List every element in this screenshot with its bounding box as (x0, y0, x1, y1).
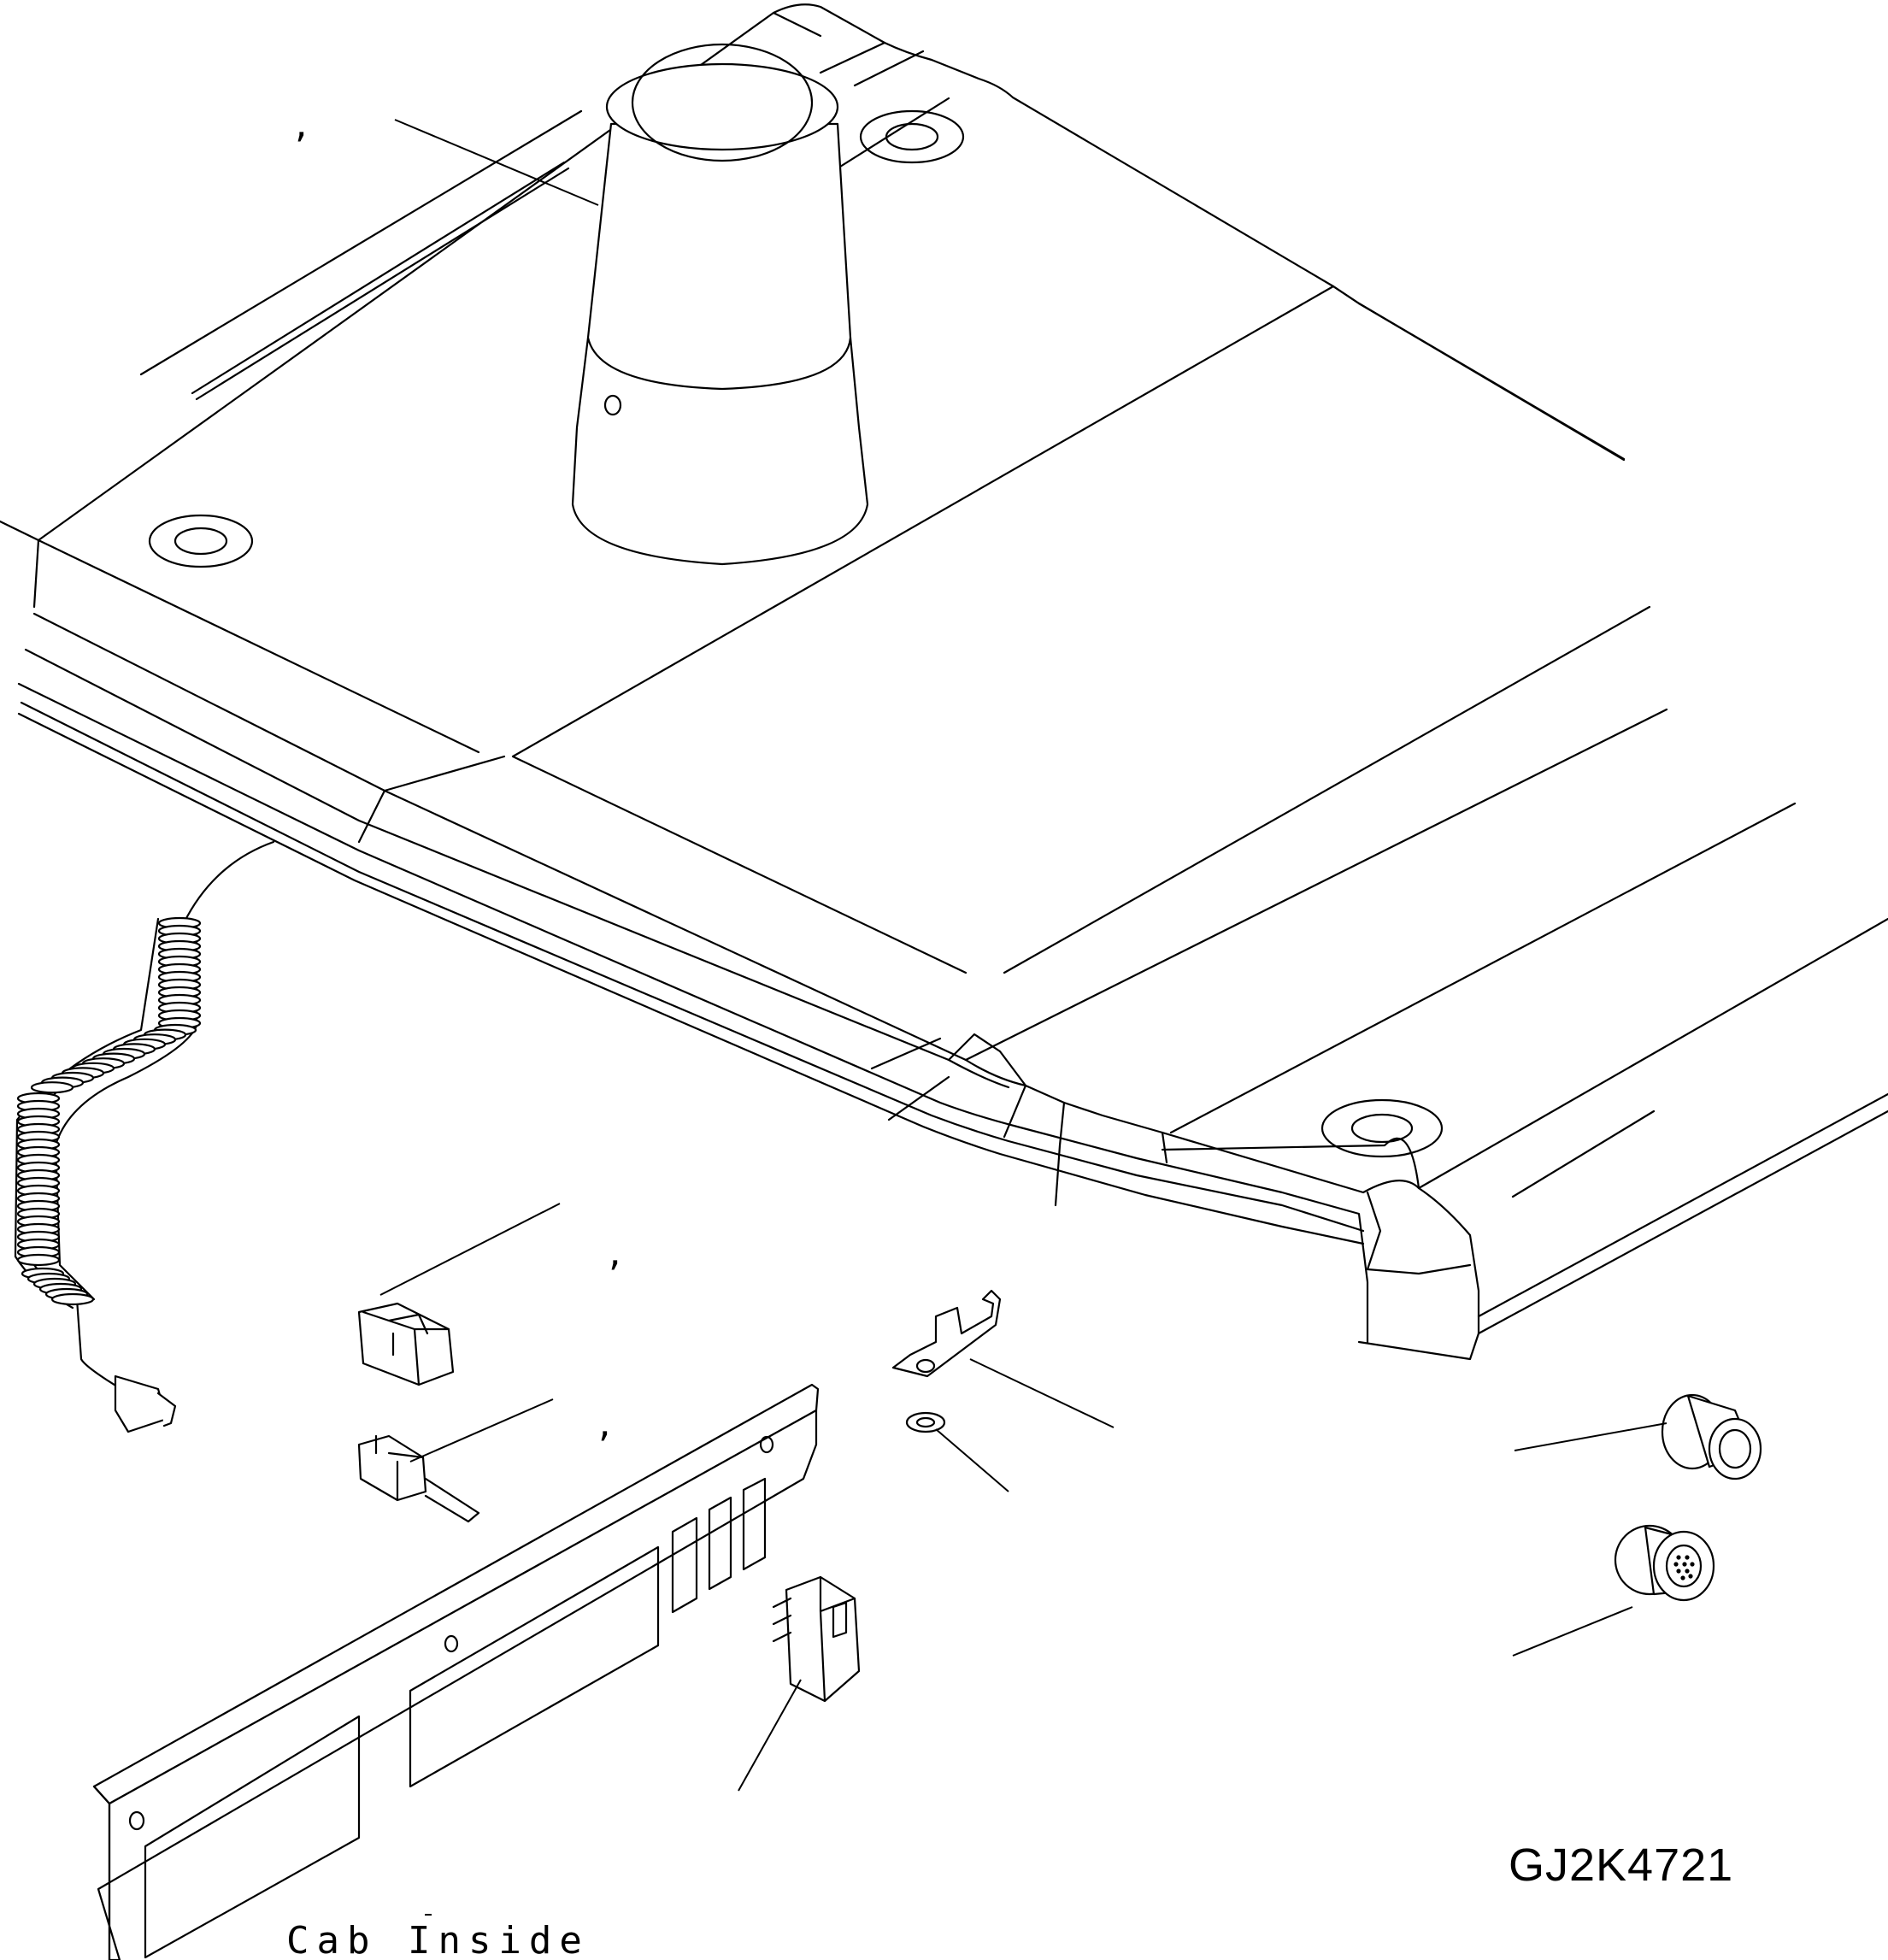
cab-roof (0, 4, 1888, 1359)
round-connector-plug (1662, 1395, 1761, 1479)
round-connector-socket (1615, 1526, 1714, 1600)
drawing-code: GJ2K4721 (1509, 1839, 1733, 1891)
socket-pin (1673, 1562, 1679, 1567)
roof-boss-right (1322, 1100, 1442, 1157)
socket-pin (1682, 1562, 1687, 1567)
washer (907, 1413, 944, 1432)
cab-inside-caption: Cab Inside (286, 1919, 590, 1960)
bracket (893, 1291, 1000, 1376)
beacon-lamp (573, 44, 868, 564)
rocker-switch (773, 1577, 859, 1701)
callout-mark-3: , (598, 1399, 611, 1445)
coiled-cord (15, 842, 273, 1432)
socket-pin (1676, 1555, 1681, 1560)
coil-ring (32, 1082, 73, 1092)
socket-pin (1688, 1574, 1693, 1579)
roof-boss-top (861, 111, 963, 162)
roof-boss-left (150, 515, 252, 567)
socket-pin (1685, 1555, 1690, 1560)
callout-mark-1: , (295, 100, 308, 146)
socket-pin (1685, 1569, 1690, 1574)
callout-mark-2: , (609, 1228, 621, 1274)
coil-rings (18, 918, 200, 1304)
socket-pin (1676, 1569, 1681, 1574)
connector-upper (359, 1304, 453, 1385)
coil-ring (18, 1255, 59, 1265)
socket-pin (1680, 1575, 1685, 1580)
socket-pins (1673, 1555, 1695, 1580)
socket-pin (1690, 1562, 1695, 1567)
connector-lower (359, 1436, 479, 1522)
leader-lines (380, 120, 1667, 1791)
coil-ring (52, 1294, 93, 1304)
cab-inside-panel (94, 1385, 818, 1960)
